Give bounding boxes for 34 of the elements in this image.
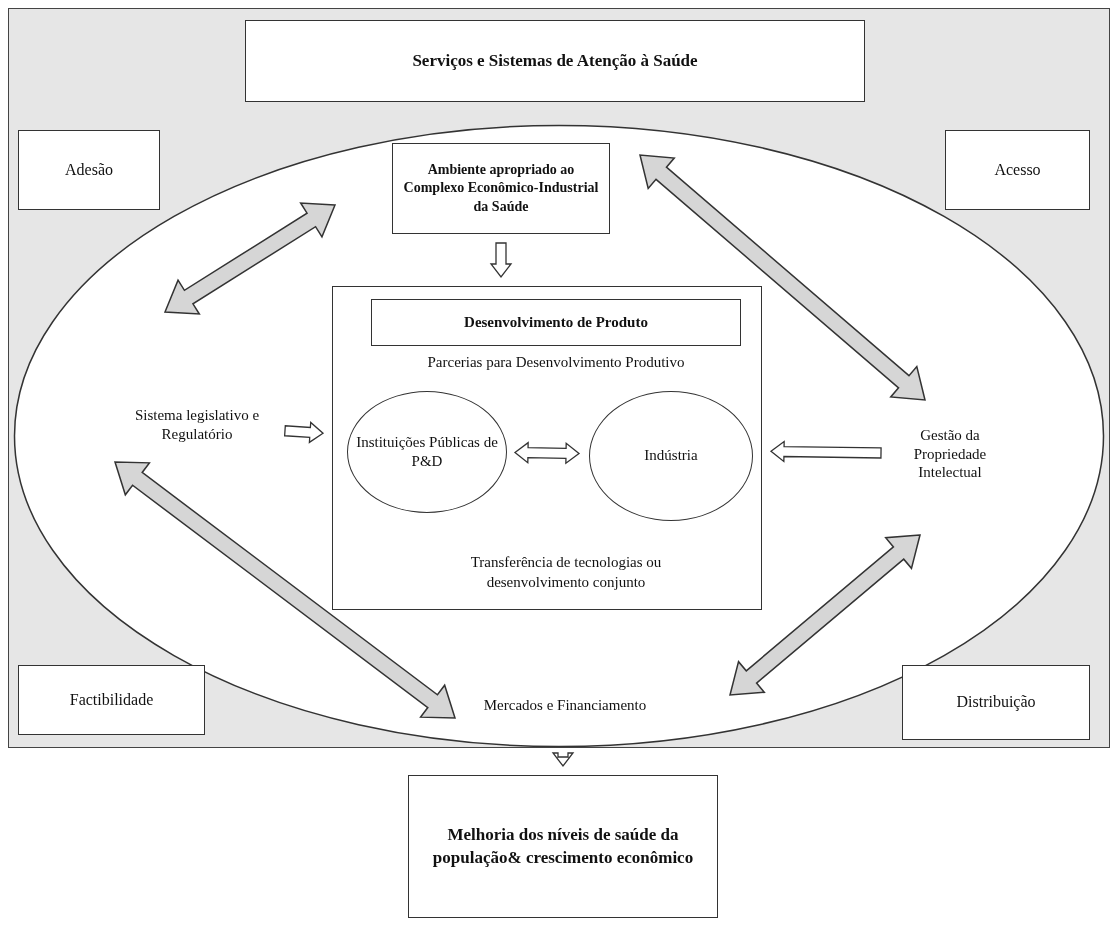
arrow bbox=[551, 752, 575, 768]
arrow bbox=[283, 421, 325, 444]
box-label: Melhoria dos níveis de saúde da população& crescimento econômico bbox=[431, 824, 695, 869]
box-label: Ambiente apropriado ao Complexo Econômico-Industrial da Saúde bbox=[402, 161, 600, 216]
process-box bbox=[392, 143, 610, 234]
box-label: Distribuição bbox=[956, 692, 1036, 713]
caption-text: Parcerias para Desenvolvimento Produtivo bbox=[426, 353, 686, 372]
title-box bbox=[245, 20, 865, 102]
double-arrow bbox=[639, 154, 926, 401]
double-arrow bbox=[163, 202, 337, 315]
caption-text: Transferência de tecnologias ou desenvolvimento conjunto bbox=[469, 553, 663, 592]
box-label: Adesão bbox=[65, 159, 113, 180]
box-label: Serviços e Sistemas de Atenção à Saúde bbox=[412, 49, 698, 72]
double-arrow bbox=[729, 534, 921, 696]
ellipse bbox=[13, 124, 1105, 748]
node-label: Gestão da Propriedade Intelectual bbox=[890, 412, 1010, 496]
double-arrow bbox=[113, 461, 457, 719]
double-arrow bbox=[513, 441, 581, 465]
arrow bbox=[489, 242, 513, 279]
label-box bbox=[945, 130, 1090, 210]
label-box bbox=[18, 130, 160, 210]
node-label: Mercados e Financiamento bbox=[470, 692, 660, 718]
label-box bbox=[902, 665, 1090, 740]
box-label: Indústria bbox=[644, 446, 698, 466]
node-label: Sistema legislativo e Regulatório bbox=[118, 400, 276, 450]
box-label: Factibilidade bbox=[69, 689, 154, 710]
box-label: Desenvolvimento de Produto bbox=[464, 312, 648, 332]
process-box bbox=[332, 286, 762, 610]
box-label: Acesso bbox=[994, 159, 1041, 180]
outcome-box bbox=[408, 775, 718, 918]
label-box bbox=[18, 665, 205, 735]
box-label: Instituições Públicas de P&D bbox=[356, 432, 498, 471]
arrow bbox=[769, 440, 882, 463]
heading-box bbox=[371, 299, 741, 346]
